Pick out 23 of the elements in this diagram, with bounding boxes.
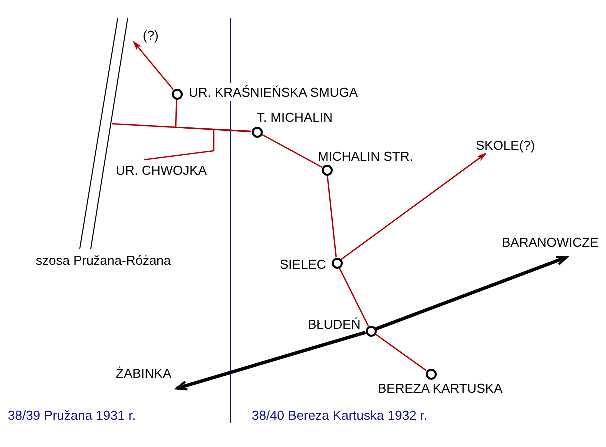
place-label: (?): [133, 28, 161, 44]
railway-line: [375, 334, 427, 372]
station-label: SIELEC: [280, 257, 326, 272]
railway-line: [338, 268, 370, 326]
station-label: T. MICHALIN: [257, 110, 333, 125]
station-label: BŁUDEŃ: [308, 317, 361, 332]
railway-arrow: [341, 153, 488, 260]
place-label: BARANOWICZE: [502, 235, 603, 258]
railway-arrow: [176, 330, 366, 391]
railway-line: [326, 175, 338, 258]
station-label: UR. KRAŚNIEŃSKA SMUGA: [189, 85, 358, 100]
railway-arrow: [376, 256, 568, 331]
place-label: ŻABINKA: [116, 366, 177, 390]
railway-line: [261, 134, 323, 168]
railway-line: [144, 128, 252, 161]
place-label: UR. CHWOJKA: [116, 160, 212, 178]
station-label: MICHALIN STR.: [318, 149, 414, 164]
place-label: SKOLE(?): [476, 138, 538, 154]
railway-arrow: [133, 40, 174, 90]
station-label: BEREZA KARTUSKA: [378, 381, 503, 396]
map-sheet-label: 38/40 Bereza Kartuska 1932 r.: [252, 408, 428, 423]
road-label: szosa Pružana-Różana: [36, 253, 172, 268]
map-sheet-label: 38/39 Pružana 1931 r.: [8, 408, 136, 423]
